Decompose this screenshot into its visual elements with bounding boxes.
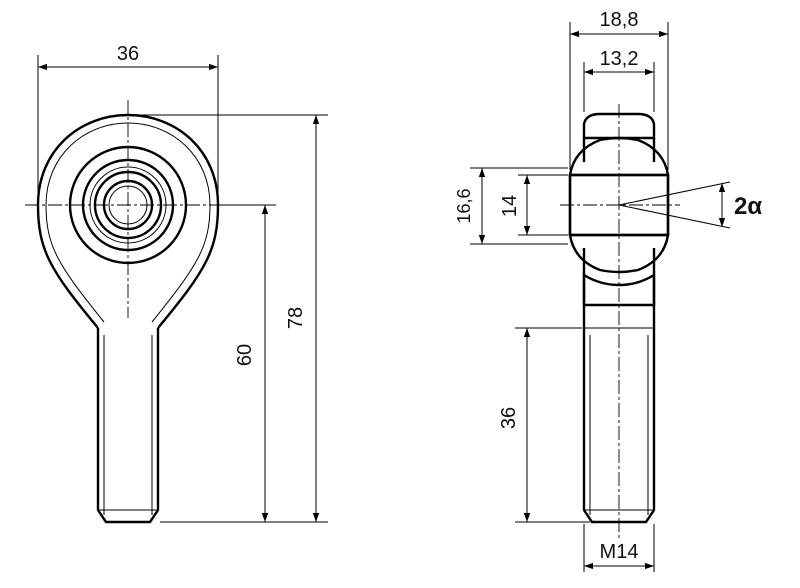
tilt-angle-line-upper (618, 181, 731, 206)
ball-outer-dia-label: 16,6 (454, 188, 474, 223)
side-housing-lower-section (582, 272, 656, 307)
front-dimensions: 36 78 60 (37, 43, 328, 523)
tilt-angle-line-lower (618, 204, 731, 229)
front-center-to-end-label: 60 (234, 344, 256, 366)
thread-length-label: 36 (498, 407, 520, 429)
side-inner-width-label: 13,2 (600, 48, 639, 70)
side-view (560, 104, 731, 540)
side-dimensions: 18,8 13,2 16,6 14 2α 36 M14 (454, 9, 762, 572)
front-shank (96, 328, 160, 524)
side-ball-lower-section (568, 233, 670, 274)
tilt-angle-label: 2α (734, 193, 762, 220)
front-view (25, 100, 232, 524)
side-ball-upper-section (568, 136, 670, 177)
side-housing-top (582, 112, 656, 140)
front-width-label: 36 (117, 43, 139, 65)
side-outer-width-label: 18,8 (600, 9, 639, 31)
bore-dia-label: 14 (499, 195, 521, 217)
thread-size-label: M14 (600, 541, 639, 563)
front-height-label: 78 (285, 307, 307, 329)
